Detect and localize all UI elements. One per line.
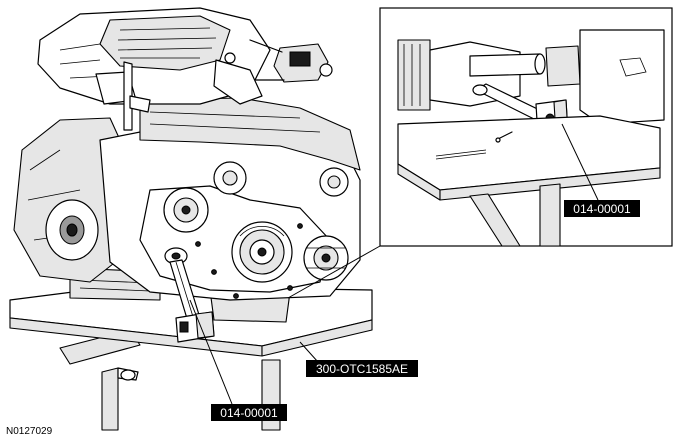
- detail-inset: [379, 7, 673, 247]
- figure-id: N0127029: [6, 426, 53, 437]
- callout-detail-tool-text: 014-00001: [573, 202, 631, 216]
- callout-main-tool: 014-00001: [211, 404, 287, 421]
- leader-lines: [189, 123, 599, 405]
- callout-stand-text: 300-OTC1585AE: [316, 362, 408, 376]
- callout-stand: 300-OTC1585AE: [306, 360, 418, 377]
- engine-assembly: [13, 7, 361, 323]
- callout-detail-tool: 014-00001: [564, 200, 640, 217]
- callout-main-tool-text: 014-00001: [220, 406, 278, 420]
- adapter-arm-tool-main: [164, 247, 215, 343]
